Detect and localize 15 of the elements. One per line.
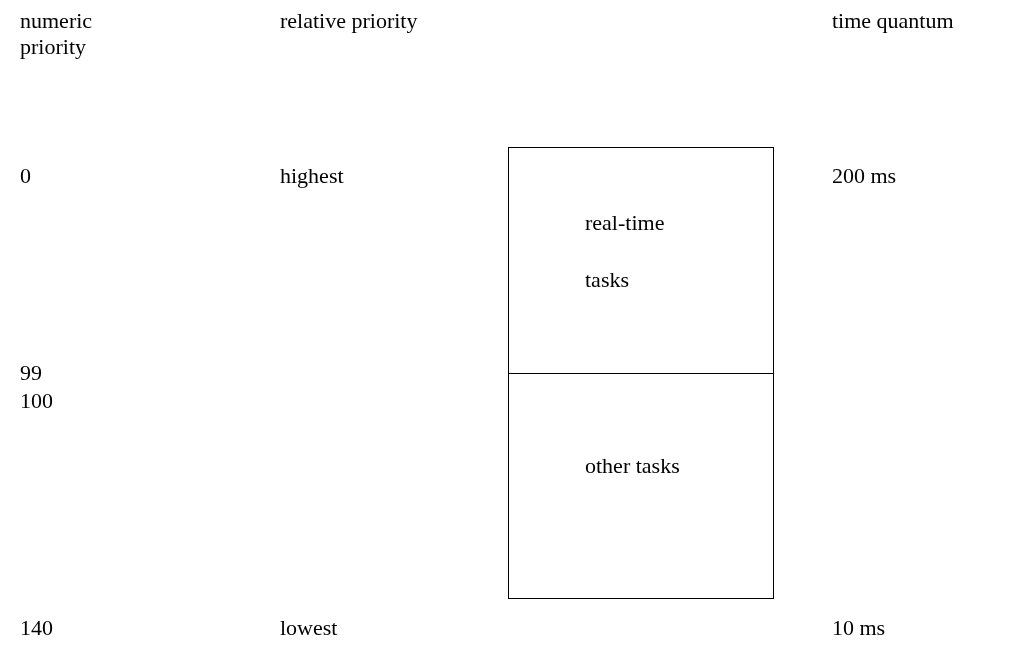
band-label: real-time tasks: [585, 209, 666, 294]
label-text: time quantum: [832, 8, 954, 34]
label-text: lowest: [280, 615, 338, 641]
label-text: 10 ms: [832, 615, 886, 641]
label-text: 100: [20, 388, 53, 414]
priority-band: [508, 373, 774, 599]
priority-band: [508, 147, 774, 374]
band-label: other tasks: [585, 452, 681, 480]
label-text: relative priority: [280, 8, 418, 34]
label-text: 140: [20, 615, 53, 641]
label-text: 99: [20, 360, 42, 386]
label-text: highest: [280, 163, 344, 189]
label-text: numeric priority: [20, 8, 94, 60]
label-text: 200 ms: [832, 163, 897, 189]
label-text: 0: [20, 163, 31, 189]
